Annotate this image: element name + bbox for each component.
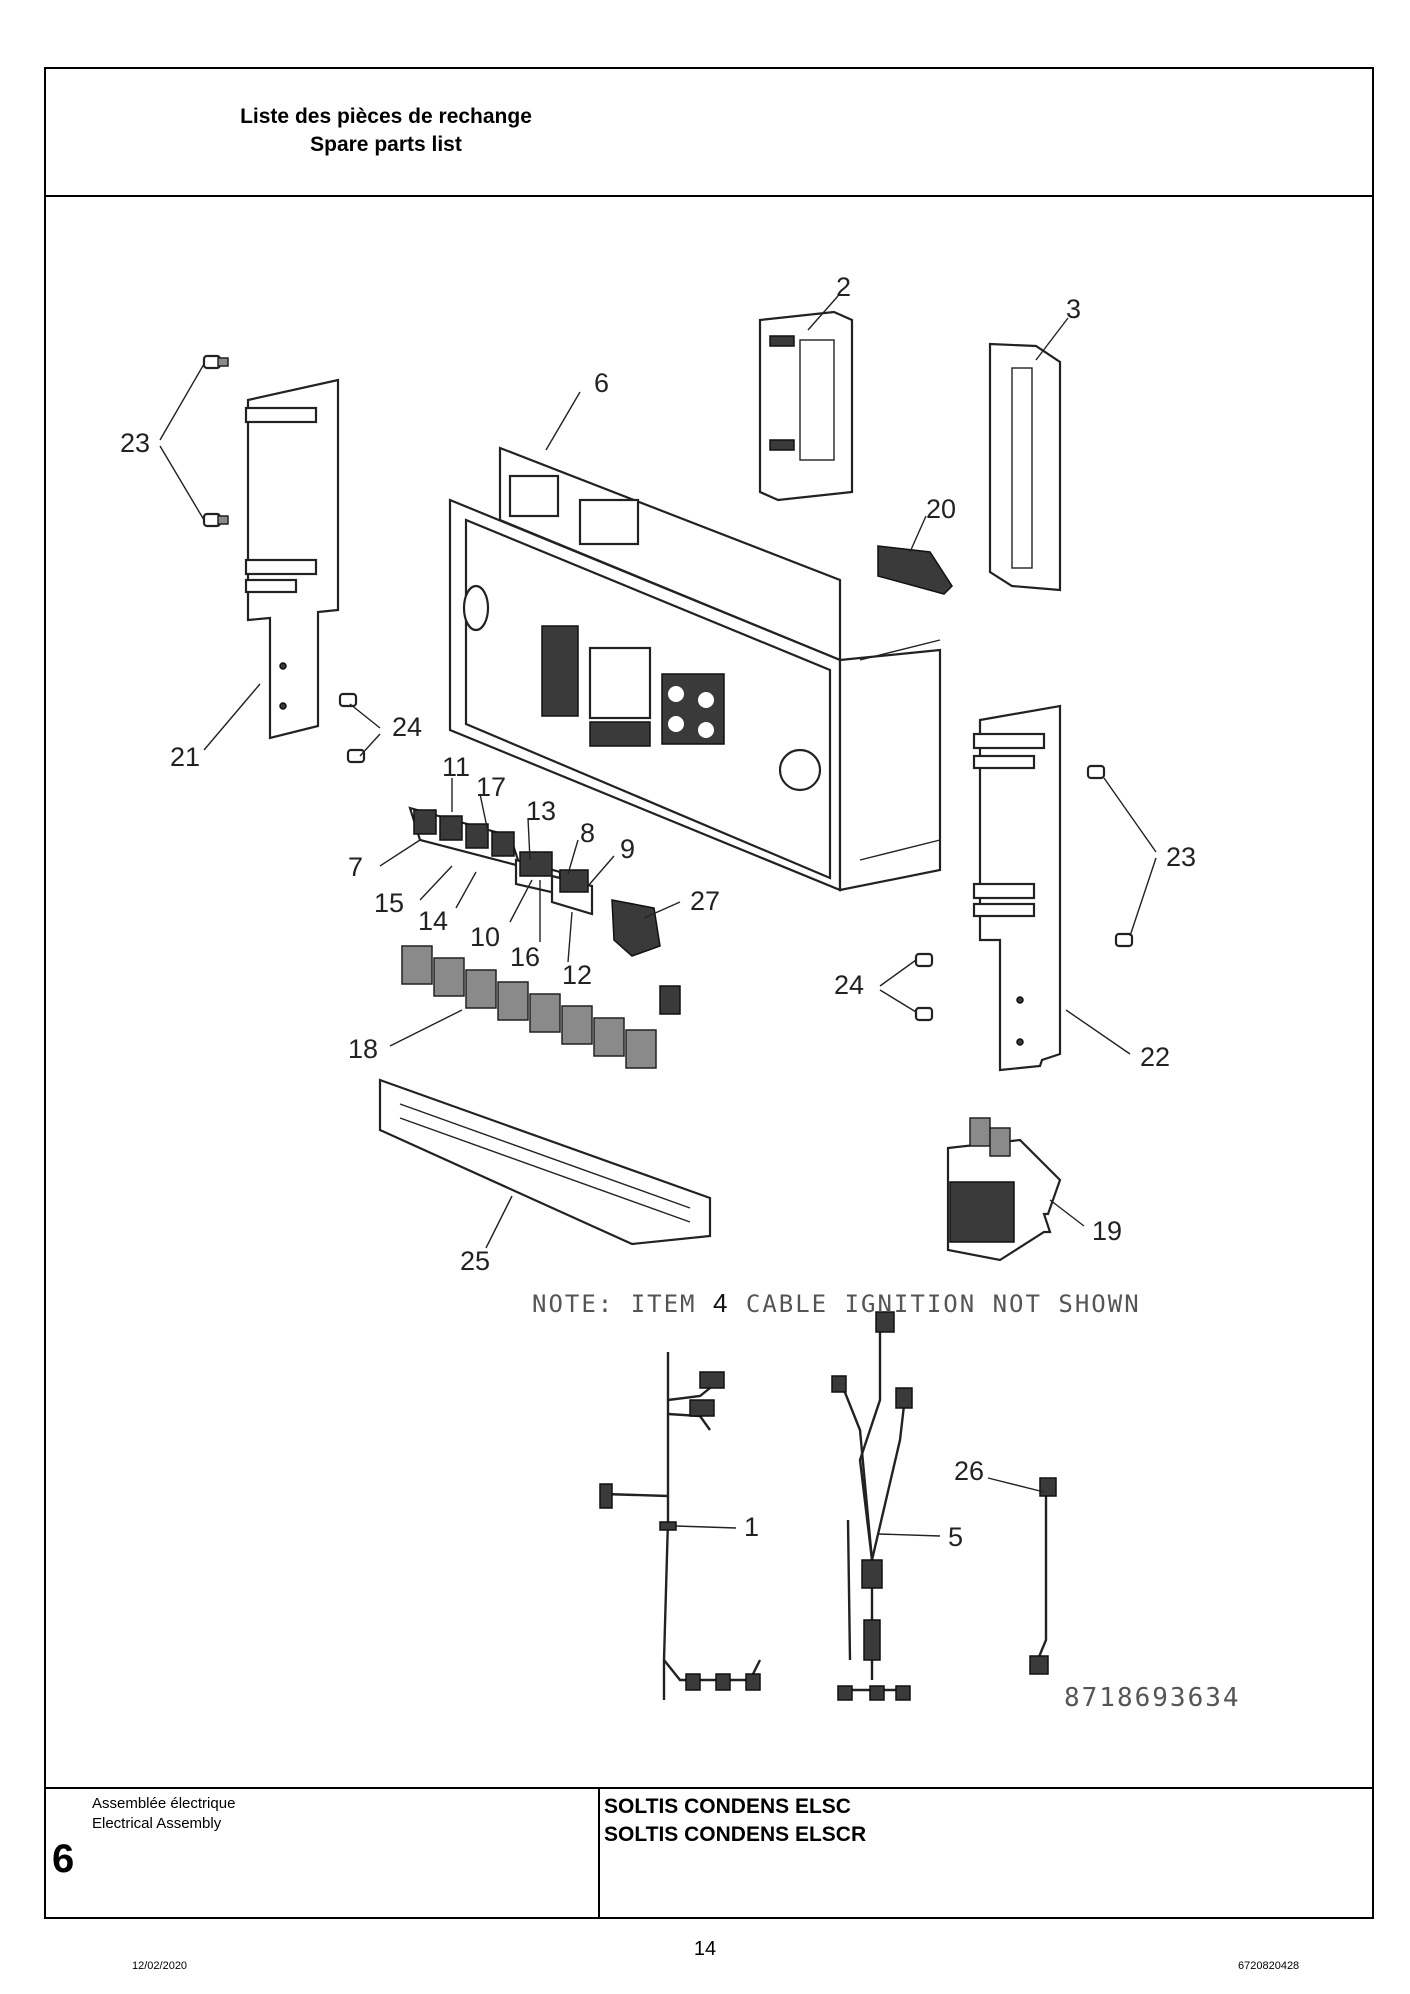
callout-13: 13 xyxy=(526,796,556,826)
connector-row-18 xyxy=(401,945,657,1069)
note-prefix: NOTE: ITEM xyxy=(532,1290,713,1318)
cable-26 xyxy=(1029,1477,1057,1675)
screw-23-left xyxy=(202,354,229,528)
callout-27: 27 xyxy=(690,886,720,916)
title-block-divider xyxy=(598,1789,600,1919)
print-date: 12/02/2020 xyxy=(132,1960,188,1972)
drawing-reference: 8718693634 xyxy=(1064,1683,1241,1713)
callout-23-left: 23 xyxy=(120,428,150,458)
cover-3 xyxy=(988,342,1062,592)
model-name-1: SOLTIS CONDENS ELSC xyxy=(604,1795,851,1818)
callout-2: 2 xyxy=(836,272,851,302)
callout-23-right: 23 xyxy=(1166,842,1196,872)
callout-21: 21 xyxy=(170,742,200,772)
terminal-blocks xyxy=(408,806,594,916)
connector-27 xyxy=(611,899,681,1015)
callout-6: 6 xyxy=(594,368,609,398)
screws-right xyxy=(338,692,1134,1022)
connector-20 xyxy=(877,545,953,595)
page-number: 14 xyxy=(693,1938,717,1960)
section-number: 6 xyxy=(52,1837,75,1881)
callout-22: 22 xyxy=(1140,1042,1170,1072)
callout-25: 25 xyxy=(460,1246,490,1276)
callout-20: 20 xyxy=(926,494,956,524)
title-block: Assemblée électrique Electrical Assembly… xyxy=(46,1787,1372,1919)
callout-18: 18 xyxy=(348,1034,378,1064)
callout-16: 16 xyxy=(510,942,540,972)
bracket-21 xyxy=(244,378,340,740)
callout-8: 8 xyxy=(580,818,595,848)
callout-17: 17 xyxy=(476,772,506,802)
tray-25 xyxy=(378,1078,712,1246)
control-box-6 xyxy=(448,446,942,892)
callout-24-left: 24 xyxy=(392,712,422,742)
cover-2 xyxy=(758,310,854,502)
callout-labels: 2 3 6 23 20 21 24 11 17 13 8 9 7 15 14 1… xyxy=(120,272,1196,1552)
callout-11: 11 xyxy=(442,752,470,782)
header: Liste des pièces de rechange Spare parts… xyxy=(46,69,1372,197)
callout-26: 26 xyxy=(954,1456,984,1486)
callout-12: 12 xyxy=(562,960,592,990)
title-french: Liste des pièces de rechange xyxy=(240,105,532,128)
note-item-number: 4 xyxy=(713,1288,729,1318)
callout-7: 7 xyxy=(348,852,363,882)
harness-5 xyxy=(831,1311,913,1701)
document-reference: 6720820428 xyxy=(1238,1960,1300,1972)
title-english: Spare parts list xyxy=(310,133,462,156)
leader-lines xyxy=(159,295,1157,1537)
model-name-2: SOLTIS CONDENS ELSCR xyxy=(604,1823,867,1846)
callout-10: 10 xyxy=(470,922,500,952)
callout-9: 9 xyxy=(620,834,635,864)
bracket-22 xyxy=(972,704,1062,1072)
callout-19: 19 xyxy=(1092,1216,1122,1246)
callout-14: 14 xyxy=(418,906,448,936)
harness-1 xyxy=(599,1352,762,1700)
note-suffix: CABLE IGNITION NOT SHOWN xyxy=(729,1290,1140,1318)
callout-5: 5 xyxy=(948,1522,963,1552)
transformer-19 xyxy=(946,1117,1062,1262)
section-name-english: Electrical Assembly xyxy=(92,1815,222,1832)
callout-15: 15 xyxy=(374,888,404,918)
callout-24-right: 24 xyxy=(834,970,864,1000)
section-name-french: Assemblée électrique xyxy=(92,1795,236,1812)
diagram-note: NOTE: ITEM 4 CABLE IGNITION NOT SHOWN xyxy=(532,1288,1141,1318)
page-frame: Liste des pièces de rechange Spare parts… xyxy=(44,67,1374,1919)
callout-1: 1 xyxy=(744,1512,759,1542)
callout-3: 3 xyxy=(1066,294,1081,324)
